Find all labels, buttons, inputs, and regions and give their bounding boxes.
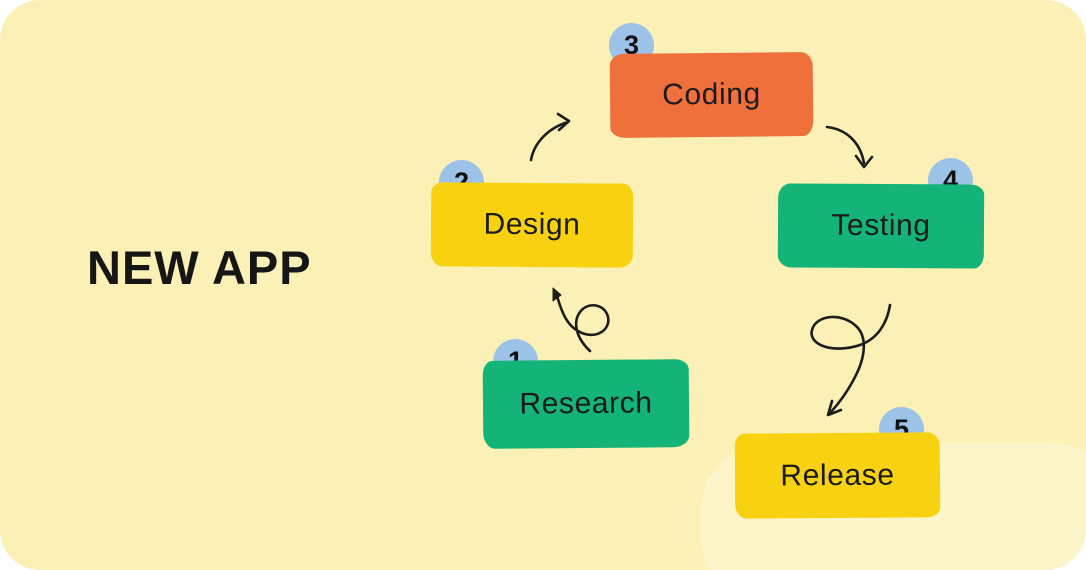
- step-box: Coding: [609, 51, 814, 139]
- diagram-title: NEW APP: [87, 241, 312, 294]
- step-box: Release: [734, 432, 941, 519]
- arrowhead-research-to-design: [552, 287, 562, 302]
- step-label: Research: [519, 386, 653, 421]
- step-label: Coding: [661, 77, 761, 112]
- arrowhead-coding-to-testing: [854, 154, 874, 169]
- arrow-coding-to-testing: [825, 125, 866, 165]
- step-box: Research: [482, 359, 690, 449]
- step-label: Release: [780, 458, 895, 492]
- arrow-testing-to-release: [810, 303, 892, 414]
- step-testing: 4 Testing: [777, 158, 985, 269]
- step-release: 5 Release: [734, 407, 941, 519]
- arrow-research-to-design: [555, 294, 610, 353]
- step-box: Design: [430, 182, 634, 268]
- step-coding: 3 Coding: [609, 23, 814, 139]
- step-label: Design: [483, 207, 581, 242]
- arrow-design-to-coding: [529, 120, 570, 162]
- arrowhead-design-to-coding: [556, 112, 571, 132]
- step-research: 1 Research: [482, 339, 690, 449]
- step-box: Testing: [777, 183, 985, 269]
- step-label: Testing: [831, 208, 931, 243]
- arrowhead-testing-to-release: [826, 399, 843, 417]
- step-design: 2 Design: [430, 160, 634, 268]
